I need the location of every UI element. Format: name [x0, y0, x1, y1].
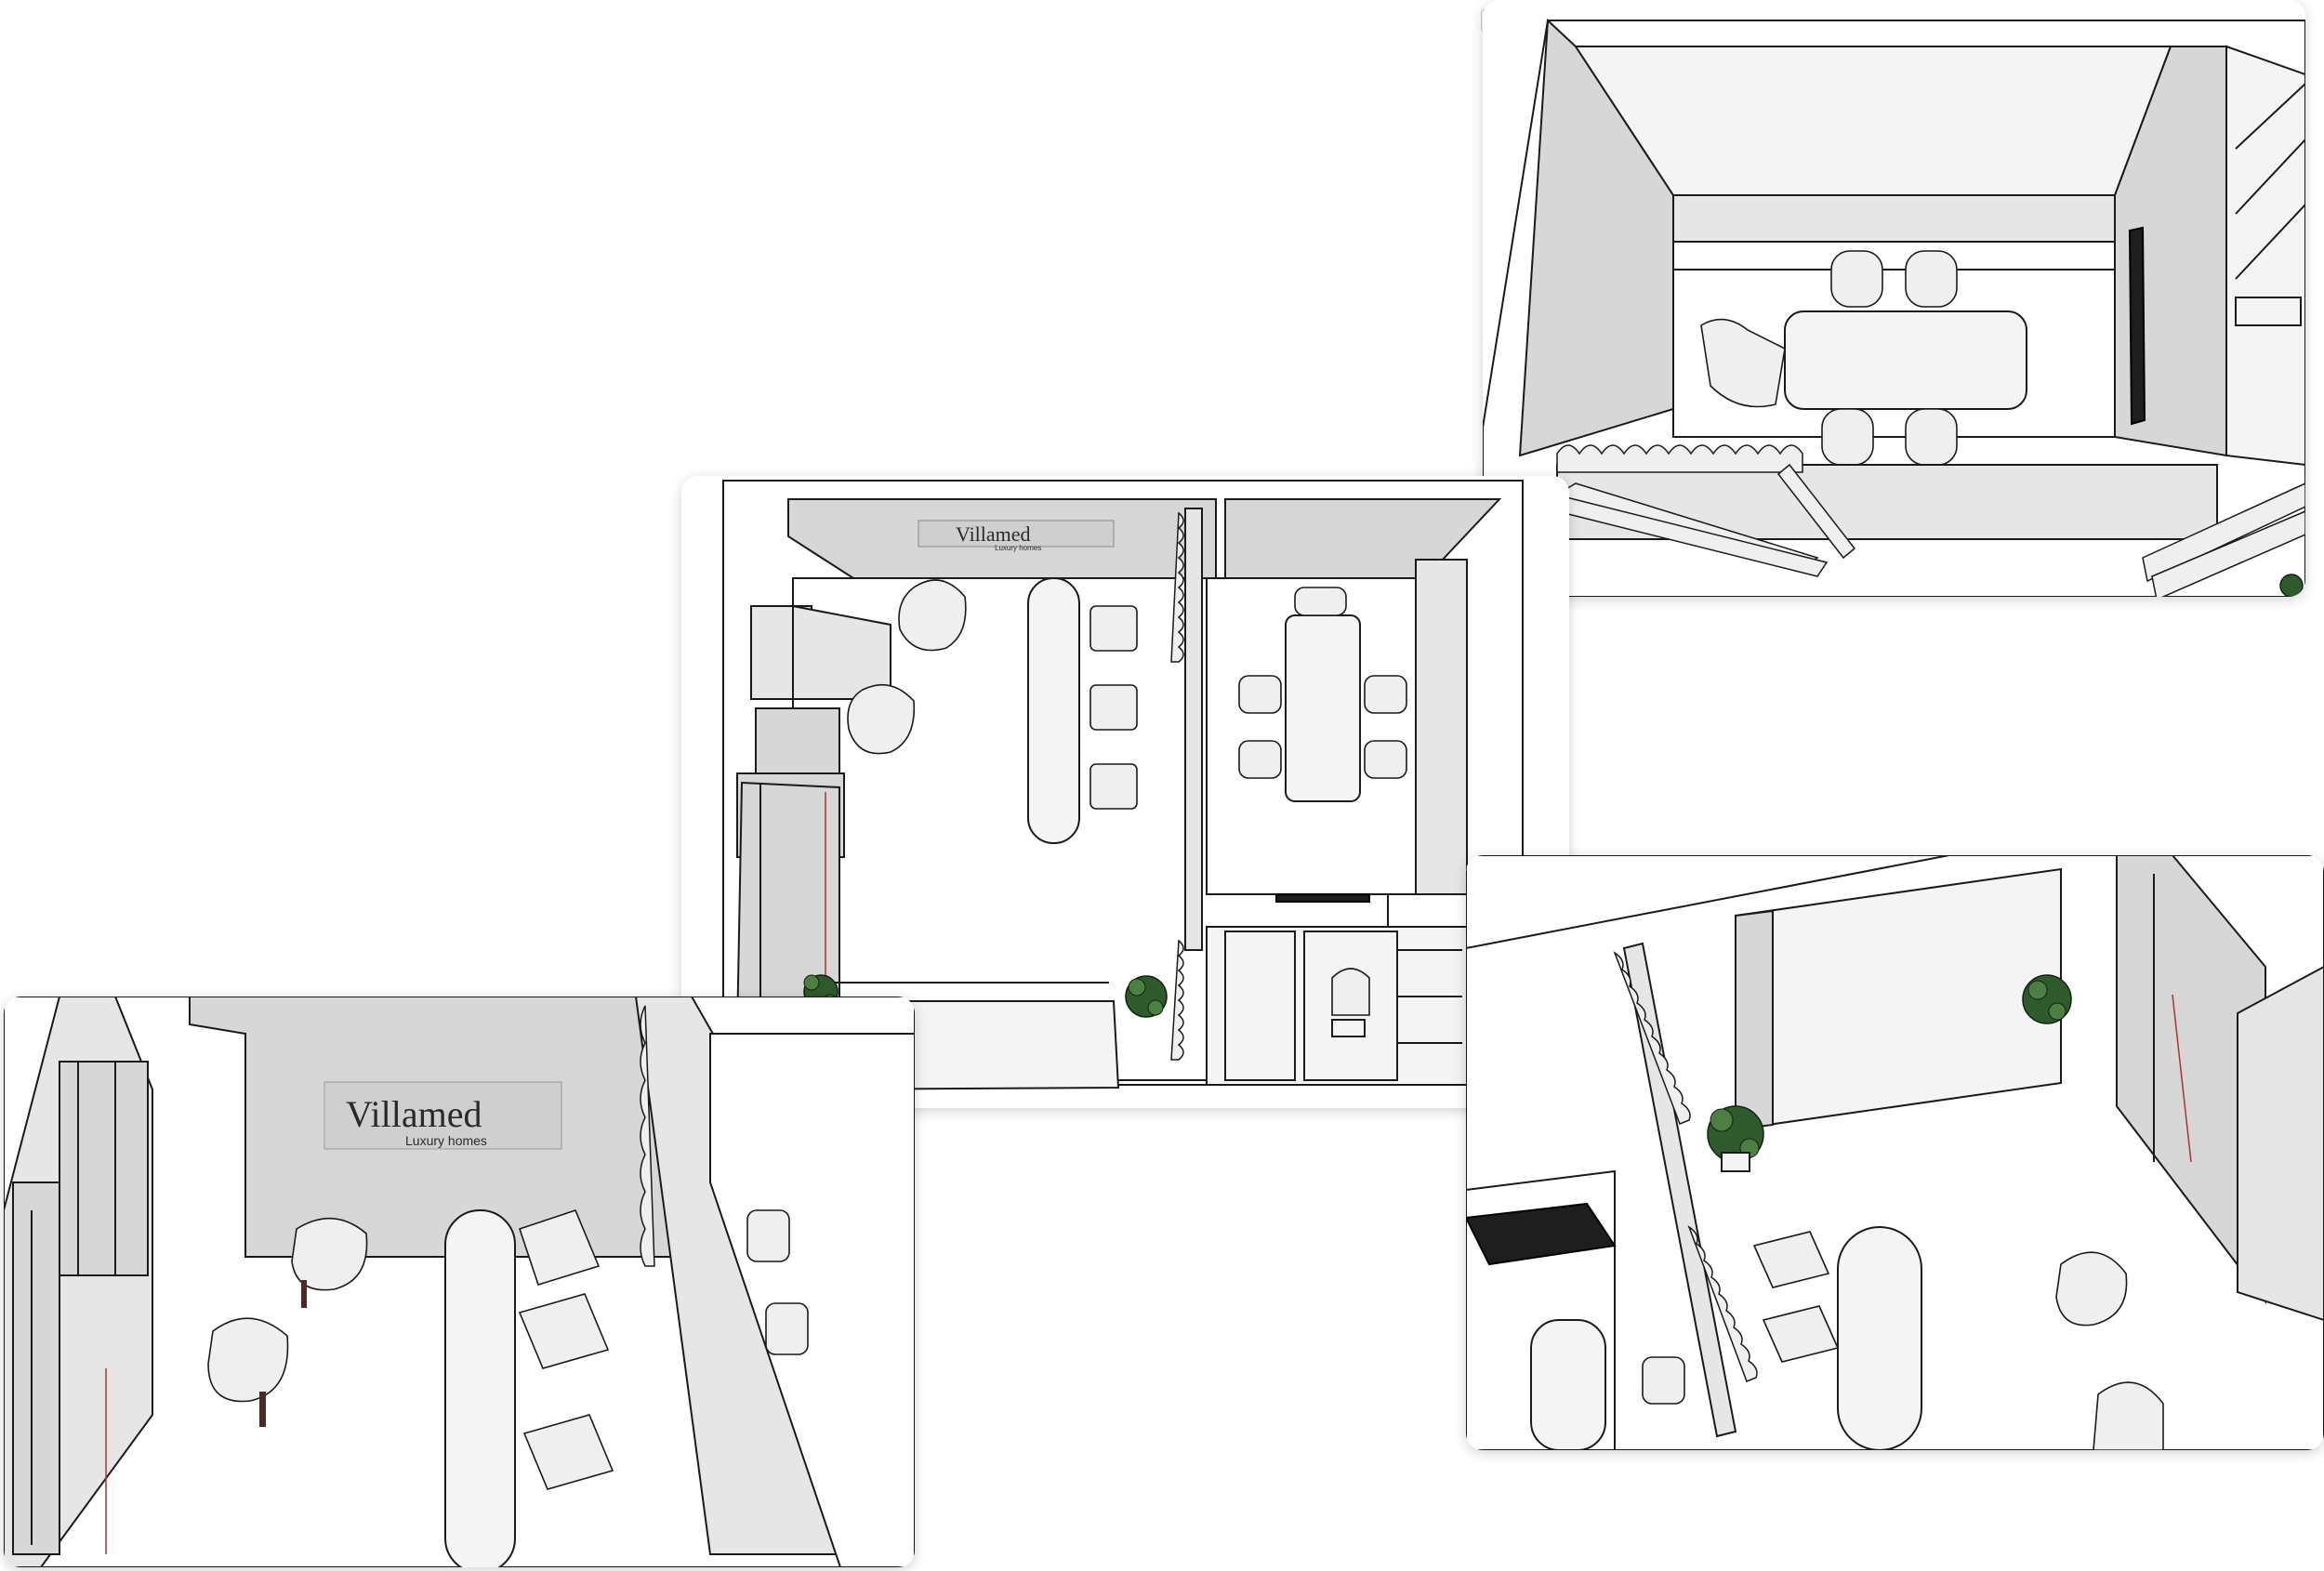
plant-icon: [1707, 1105, 1764, 1172]
brand-name-reception: Villamed: [346, 1093, 482, 1135]
render-view-meeting-room: [1483, 0, 2305, 597]
logo-panel: [324, 1081, 562, 1150]
reception-drawing: Villamed Luxury homes: [4, 997, 915, 1567]
plant-icon: [1125, 975, 1168, 1018]
brand-name-plan: Villamed: [956, 522, 1031, 546]
logo-panel: [918, 520, 1115, 548]
meeting-room-drawing: [1483, 0, 2305, 597]
render-view-showroom-angle: [1466, 855, 2324, 1450]
brand-tagline-plan: Luxury homes: [995, 544, 1041, 552]
plant-icon: [2022, 974, 2072, 1024]
render-view-reception: Villamed Luxury homes: [4, 997, 915, 1567]
brand-tagline-reception: Luxury homes: [405, 1133, 487, 1148]
render-view-floor-plan: Villamed Luxury homes: [681, 476, 1569, 1108]
showroom-angle-drawing: [1466, 855, 2324, 1450]
